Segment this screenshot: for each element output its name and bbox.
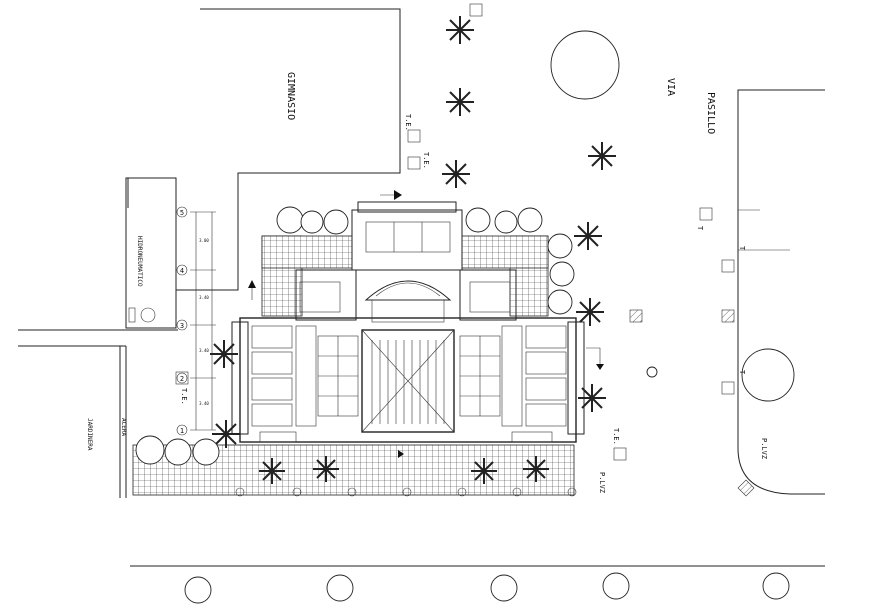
utility-boxes [175, 3, 755, 497]
street-label-pasillo: PASILLO [705, 92, 716, 134]
t-label: T [696, 226, 704, 231]
dimension-text: 3.40 [199, 348, 209, 353]
left-boundary [18, 329, 178, 498]
central-atrium [361, 329, 455, 433]
axis-label: 4 [180, 267, 184, 275]
tiled-top-left [261, 235, 353, 269]
planter-label: JARDINERA [86, 418, 93, 451]
t-label: T [738, 370, 746, 375]
dimension-text: 3.00 [199, 238, 209, 243]
dimension-text: 3.40 [199, 295, 209, 300]
te-label: T.E. [180, 388, 188, 405]
hydropneumatic-label: HIDRONEUMATICO [136, 236, 143, 287]
building-main [239, 317, 577, 443]
dimension-values: 3.00 3.40 3.40 3.40 [199, 238, 209, 406]
palm-plants [210, 16, 616, 484]
axis-label: 3 [180, 322, 184, 330]
tiled-top-right [461, 235, 549, 269]
trees [135, 30, 795, 604]
gym-label: GIMNASIO [285, 72, 296, 120]
plvz-label: P.LVZ [760, 438, 768, 459]
axis-markers: 5 4 3 2 1 [176, 206, 188, 436]
axis-label: 5 [180, 209, 184, 217]
te-label: T.E. [612, 428, 620, 445]
street-curb [737, 89, 825, 495]
axis-label: 1 [180, 427, 184, 435]
plvz-label: P.LVZ [598, 472, 606, 493]
sidewalk-label: ACERA [120, 418, 127, 436]
street-label-via: VIA [665, 78, 676, 96]
hydropneumatic-room [125, 177, 177, 329]
axis-label: 2 [180, 375, 184, 383]
t-label: T [738, 246, 746, 251]
te-label: T.E. [404, 114, 412, 131]
dimension-text: 3.40 [199, 401, 209, 406]
te-label: T.E. [422, 152, 430, 169]
